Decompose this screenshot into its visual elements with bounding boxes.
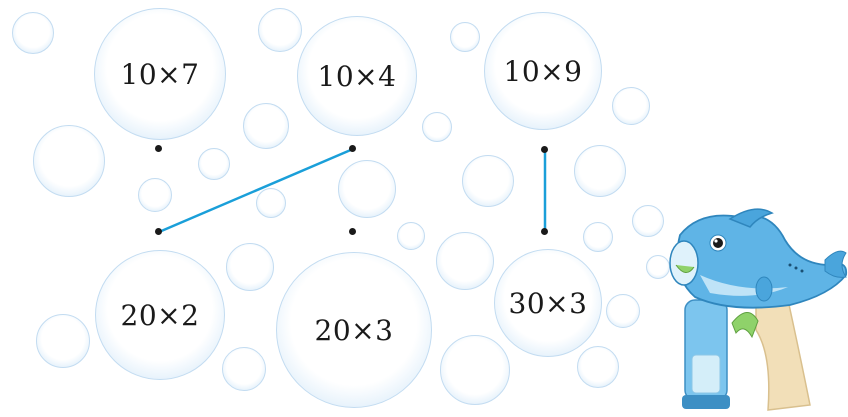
bottom-dot-2[interactable]: [349, 228, 356, 235]
top-dot-2[interactable]: [349, 145, 356, 152]
bottom-dot-1[interactable]: [155, 228, 162, 235]
top-dot-1[interactable]: [155, 145, 162, 152]
bubble-gun-icon: [660, 205, 848, 417]
connector-line: [159, 149, 353, 232]
bottom-dot-3[interactable]: [541, 228, 548, 235]
top-dot-3[interactable]: [541, 146, 548, 153]
